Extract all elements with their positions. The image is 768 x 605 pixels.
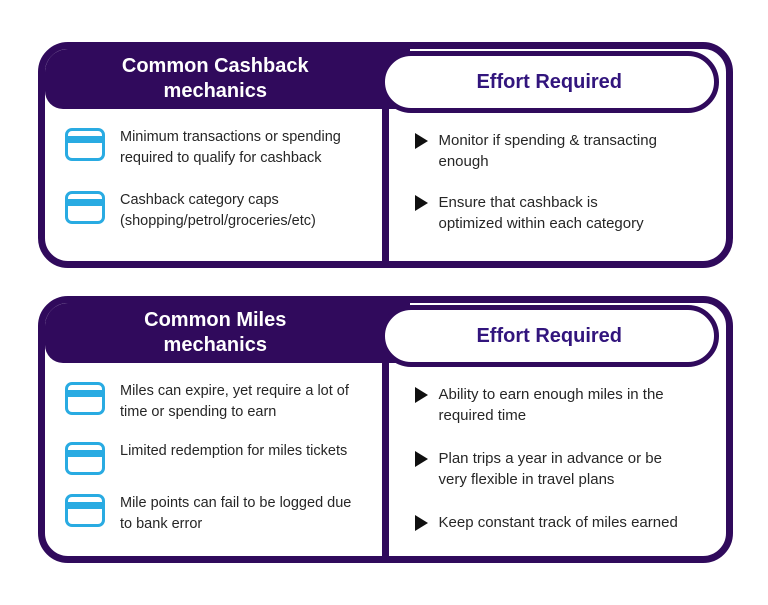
effort-item: Keep constant track of miles earned [414,512,723,533]
cashback-mechanics-list: Minimum transactions or spending require… [45,109,382,261]
triangle-bullet-icon [414,195,428,211]
effort-item-text: Plan trips a year in advance or be very … [439,448,662,490]
effort-text-line: very flexible in travel plans [438,471,615,488]
triangle-bullet-icon [414,133,428,149]
effort-item: Ensure that cashback is optimized within… [414,192,723,234]
mechanic-item-text: Minimum transactions or spending require… [120,127,341,169]
effort-text-line: Keep constant track of miles earned [438,514,678,531]
cashback-efforts-list: Monitor if spending & transacting enough… [389,115,727,261]
miles-effort-pill: Effort Required [379,305,719,367]
mechanic-item: Minimum transactions or spending require… [65,127,378,169]
miles-card: Common Miles mechanics Effort Required M… [38,296,733,563]
effort-text-line: Ability to earn enough miles in the [438,386,664,403]
mechanic-item: Mile points can fail to be logged due to… [65,493,378,535]
effort-item-text: Ability to earn enough miles in the requ… [439,384,664,426]
miles-title-line2: mechanics [163,334,267,356]
triangle-bullet-icon [414,515,428,531]
miles-efforts-list: Ability to earn enough miles in the requ… [389,369,727,556]
credit-card-stripe [68,199,102,206]
credit-card-stripe [68,450,102,457]
effort-text-line: required time [438,407,527,424]
effort-text-line: enough [438,153,489,170]
credit-card-icon [65,128,105,161]
credit-card-icon [65,382,105,415]
cashback-title-line1: Common Cashback [121,55,309,77]
mechanic-item: Cashback category caps (shopping/petrol/… [65,190,378,232]
mechanic-text-line: Mile points can fail to be logged due [120,495,352,511]
mechanic-text-line: time or spending to earn [120,404,277,420]
triangle-bullet-icon [414,451,428,467]
miles-title-line1: Common Miles [144,309,287,331]
credit-card-stripe [68,136,102,143]
miles-effort-title: Effort Required [476,324,623,347]
cashback-effort-pill: Effort Required [379,51,719,113]
effort-text-line: Ensure that cashback is [438,194,598,211]
mechanic-text-line: Miles can expire, yet require a lot of [120,383,349,399]
mechanic-text-line: (shopping/petrol/groceries/etc) [120,213,316,229]
mechanic-item-text: Limited redemption for miles tickets [120,441,347,462]
effort-text-line: Monitor if spending & transacting [438,132,657,149]
effort-item: Plan trips a year in advance or be very … [414,448,723,490]
credit-card-icon [65,191,105,224]
mechanic-item: Miles can expire, yet require a lot of t… [65,381,378,423]
credit-card-stripe [68,390,102,397]
mechanic-item-text: Miles can expire, yet require a lot of t… [120,381,349,423]
mechanic-text-line: Cashback category caps [120,192,279,208]
effort-item-text: Monitor if spending & transacting enough [439,130,657,172]
mechanic-text-line: to bank error [120,516,203,532]
credit-card-icon [65,442,105,475]
mechanic-text-line: Limited redemption for miles tickets [120,443,348,459]
credit-card-icon [65,494,105,527]
mechanic-item-text: Mile points can fail to be logged due to… [120,493,351,535]
mechanic-item-text: Cashback category caps (shopping/petrol/… [120,190,316,232]
miles-mechanics-list: Miles can expire, yet require a lot of t… [45,363,382,556]
effort-text-line: Plan trips a year in advance or be [438,450,662,467]
triangle-bullet-icon [414,387,428,403]
cashback-title-line2: mechanics [163,80,267,102]
mechanic-text-line: required to qualify for cashback [120,150,322,166]
effort-text-line: optimized within each category [438,215,644,232]
effort-item: Monitor if spending & transacting enough [414,130,723,172]
mechanic-text-line: Minimum transactions or spending [120,129,341,145]
cashback-effort-title: Effort Required [476,70,623,93]
miles-header-band: Common Miles mechanics [45,303,410,363]
cashback-divider [381,107,389,261]
effort-item-text: Keep constant track of miles earned [439,512,678,533]
mechanic-item: Limited redemption for miles tickets [65,441,378,475]
effort-item: Ability to earn enough miles in the requ… [414,384,723,426]
cashback-card: Common Cashback mechanics Effort Require… [38,42,733,268]
miles-divider [381,361,389,556]
cashback-header-band: Common Cashback mechanics [45,49,410,109]
credit-card-stripe [68,502,102,509]
effort-item-text: Ensure that cashback is optimized within… [439,192,644,234]
